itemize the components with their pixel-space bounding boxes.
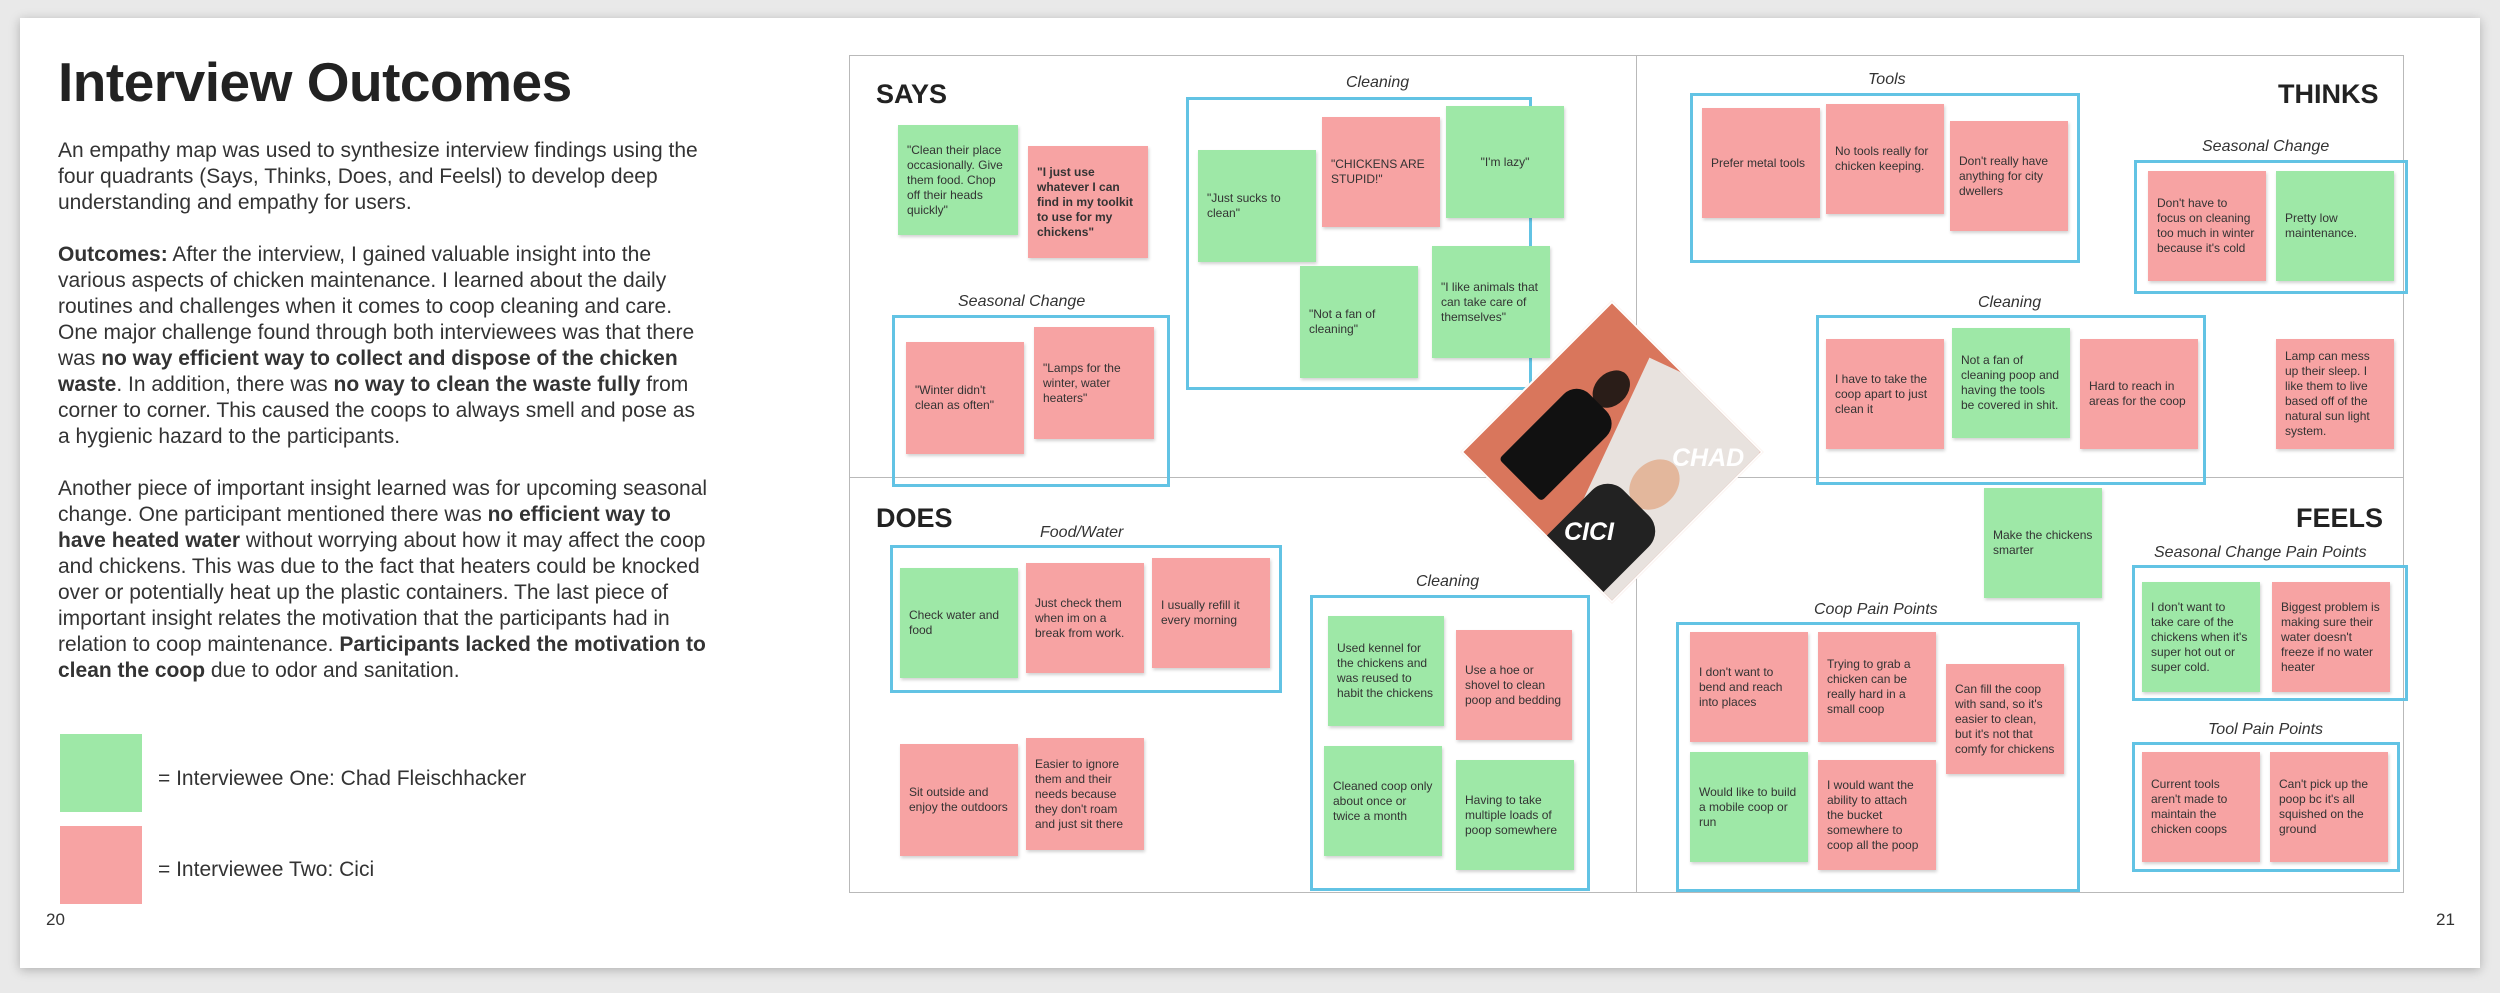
body-text: due to odor and sanitation.	[205, 659, 460, 682]
sticky-note: "CHICKENS ARE STUPID!"	[1322, 117, 1440, 227]
page-number-left: 20	[46, 910, 65, 930]
sticky-note: Would like to build a mobile coop or run	[1690, 752, 1808, 862]
emphasis-text: no way to clean the waste fully	[334, 373, 641, 396]
page-number-right: 21	[2436, 910, 2455, 930]
insight-paragraph: Another piece of important insight learn…	[58, 476, 708, 684]
cluster-title: Seasonal Change	[2202, 138, 2329, 156]
legend-swatch-green	[60, 734, 142, 812]
persona-name-chad: CHAD	[1672, 444, 1744, 473]
cluster-title: Food/Water	[1040, 524, 1123, 542]
sticky-note: Current tools aren't made to maintain th…	[2142, 752, 2260, 862]
sticky-note: Used kennel for the chickens and was reu…	[1328, 616, 1444, 726]
sticky-note: I would want the ability to attach the b…	[1818, 760, 1936, 870]
intro-paragraph: An empathy map was used to synthesize in…	[58, 138, 708, 216]
sticky-note: Not a fan of cleaning poop and having th…	[1952, 328, 2070, 438]
sticky-note: "Clean their place occasionally. Give th…	[898, 125, 1018, 235]
sticky-note: Can't pick up the poop bc it's all squis…	[2270, 752, 2388, 862]
legend-label-one: = Interviewee One: Chad Fleischhacker	[158, 767, 526, 791]
sticky-note: I don't want to bend and reach into plac…	[1690, 632, 1808, 742]
does-heading: DOES	[876, 503, 953, 534]
sticky-note: "Winter didn't clean as often"	[906, 342, 1024, 454]
sticky-note: No tools really for chicken keeping.	[1826, 104, 1944, 214]
body-text: . In addition, there was	[116, 373, 333, 396]
cluster-title: Cleaning	[1978, 294, 2041, 312]
sticky-note: I have to take the coop apart to just cl…	[1826, 339, 1944, 449]
cluster-title: Cleaning	[1346, 74, 1409, 92]
sticky-note: Use a hoe or shovel to clean poop and be…	[1456, 630, 1572, 740]
sticky-note: Sit outside and enjoy the outdoors	[900, 744, 1018, 856]
sticky-note: "I like animals that can take care of th…	[1432, 246, 1550, 358]
cluster-title: Coop Pain Points	[1814, 601, 1938, 619]
legend-swatch-pink	[60, 826, 142, 904]
sticky-note: Biggest problem is making sure their wat…	[2272, 582, 2390, 692]
sticky-note: I usually refill it every morning	[1152, 558, 1270, 668]
cluster-title: Tools	[1868, 71, 1906, 89]
sticky-note: "Just sucks to clean"	[1198, 150, 1316, 262]
sticky-note: Can fill the coop with sand, so it's eas…	[1946, 664, 2064, 774]
page-title: Interview Outcomes	[58, 50, 572, 114]
persona-name-cici: CICI	[1564, 518, 1614, 547]
sticky-note: Pretty low maintenance.	[2276, 171, 2394, 281]
sticky-note: Lamp can mess up their sleep. I like the…	[2276, 339, 2394, 449]
sticky-note: I don't want to take care of the chicken…	[2142, 582, 2260, 692]
sticky-note: Having to take multiple loads of poop so…	[1456, 760, 1574, 870]
sticky-note: Easier to ignore them and their needs be…	[1026, 738, 1144, 850]
legend-label-two: = Interviewee Two: Cici	[158, 858, 374, 882]
thinks-heading: THINKS	[2278, 79, 2379, 110]
cluster-title: Cleaning	[1416, 573, 1479, 591]
cluster-title: Seasonal Change	[958, 293, 1085, 311]
feels-heading: FEELS	[2296, 503, 2383, 534]
sticky-note: Prefer metal tools	[1702, 108, 1820, 218]
sticky-note: Make the chickens smarter	[1984, 488, 2102, 598]
cluster-title: Tool Pain Points	[2208, 721, 2323, 739]
sticky-note: Trying to grab a chicken can be really h…	[1818, 632, 1936, 742]
sticky-note: Just check them when im on a break from …	[1026, 563, 1144, 673]
sticky-note: Hard to reach in areas for the coop	[2080, 339, 2198, 449]
sticky-note: Cleaned coop only about once or twice a …	[1324, 746, 1442, 856]
sticky-note: "Lamps for the winter, water heaters"	[1034, 327, 1154, 439]
says-heading: SAYS	[876, 79, 947, 110]
cluster-title: Seasonal Change Pain Points	[2154, 544, 2367, 562]
sticky-note: "Not a fan of cleaning"	[1300, 266, 1418, 378]
sticky-note: Don't really have anything for city dwel…	[1950, 121, 2068, 231]
sticky-note: Don't have to focus on cleaning too much…	[2148, 171, 2266, 281]
outcomes-paragraph: Outcomes: After the interview, I gained …	[58, 242, 708, 450]
sticky-note: "I just use whatever I can find in my to…	[1028, 146, 1148, 258]
sticky-note: Check water and food	[900, 568, 1018, 678]
sticky-note: "I'm lazy"	[1446, 106, 1564, 218]
emphasis-text: Outcomes:	[58, 243, 168, 266]
